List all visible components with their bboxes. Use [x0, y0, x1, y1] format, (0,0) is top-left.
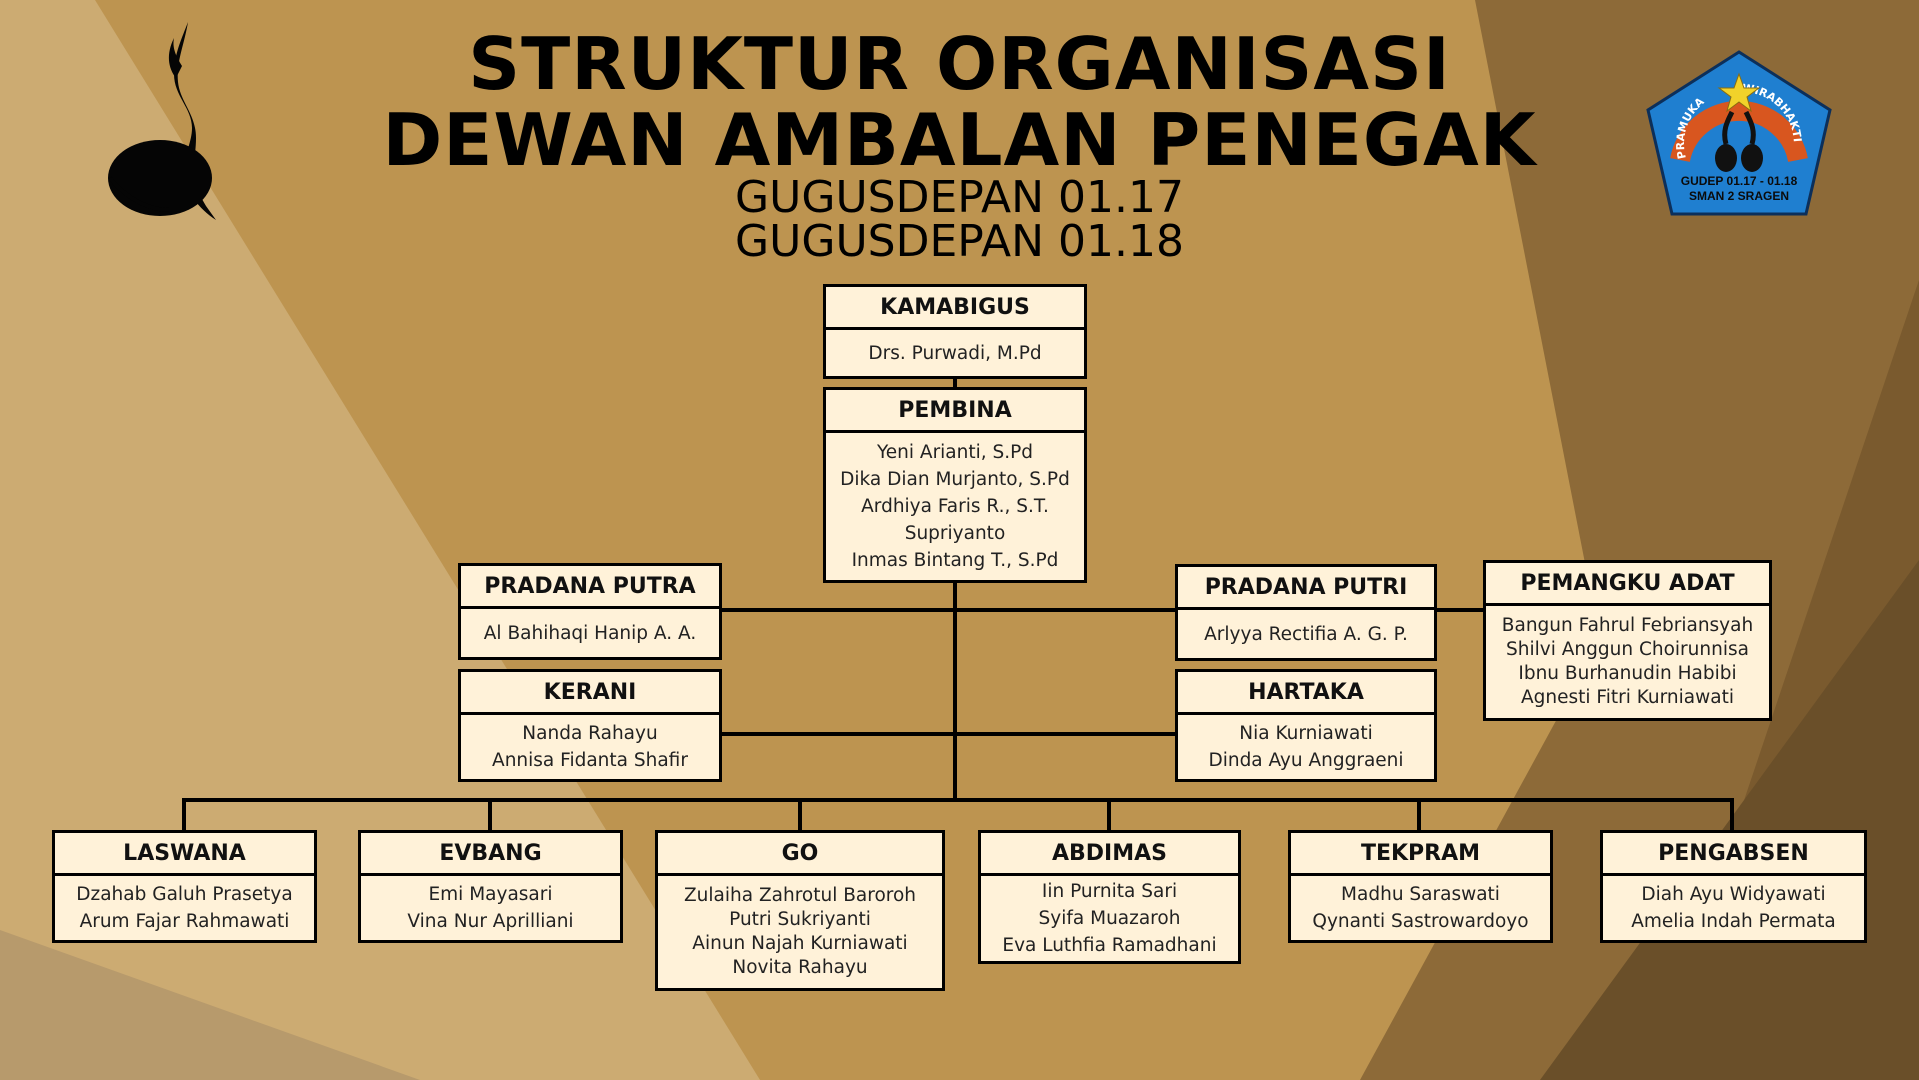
pembina-member-4: Supriyanto — [904, 523, 1006, 544]
gudep-emblem-icon: PRAMUKA WIRABHAKTI GUDEP 01.17 - 01.18 S… — [1646, 50, 1832, 216]
box-pemangku-adat: PEMANGKU ADAT Bangun Fahrul Febriansyah … — [1483, 560, 1772, 721]
tekpram-member-1: Madhu Saraswati — [1341, 884, 1500, 905]
kamabigus-member-1: Drs. Purwadi, M.Pd — [868, 342, 1042, 364]
box-pradana-putri: PRADANA PUTRI Arlyya Rectifia A. G. P. — [1175, 564, 1437, 661]
hartaka-member-2: Dinda Ayu Anggraeni — [1208, 750, 1404, 771]
laswana-member-1: Dzahab Galuh Prasetya — [76, 884, 293, 905]
box-pembina-title: PEMBINA — [826, 390, 1084, 430]
abdimas-member-1: Iin Purnita Sari — [1041, 881, 1178, 902]
kerani-member-2: Annisa Fidanta Shafir — [492, 750, 688, 771]
box-abdimas-title: ABDIMAS — [981, 833, 1238, 873]
tunas-kelapa-icon — [108, 22, 216, 220]
box-pengabsen-title: PENGABSEN — [1603, 833, 1864, 873]
box-tekpram-title: TEKPRAM — [1291, 833, 1550, 873]
box-laswana: LASWANA Dzahab Galuh Prasetya Arum Fajar… — [52, 830, 317, 943]
box-abdimas: ABDIMAS Iin Purnita Sari Syifa Muazaroh … — [978, 830, 1241, 964]
box-pengabsen: PENGABSEN Diah Ayu Widyawati Amelia Inda… — [1600, 830, 1867, 943]
box-hartaka-title: HARTAKA — [1178, 672, 1434, 712]
go-member-4: Novita Rahayu — [732, 957, 868, 978]
pembina-member-1: Yeni Arianti, S.Pd — [876, 442, 1034, 463]
box-go: GO Zulaiha Zahrotul Baroroh Putri Sukriy… — [655, 830, 945, 991]
box-go-title: GO — [658, 833, 942, 873]
pradana-putra-member-1: Al Bahihaqi Hanip A. A. — [483, 622, 697, 644]
go-member-2: Putri Sukriyanti — [729, 909, 871, 930]
go-member-1: Zulaiha Zahrotul Baroroh — [684, 885, 916, 906]
box-kamabigus: KAMABIGUS Drs. Purwadi, M.Pd — [823, 284, 1087, 379]
box-pemangku-adat-title: PEMANGKU ADAT — [1486, 563, 1769, 603]
box-pradana-putri-title: PRADANA PUTRI — [1178, 567, 1434, 607]
box-evbang-title: EVBANG — [361, 833, 620, 873]
emblem-school-text: SMAN 2 SRAGEN — [1689, 189, 1789, 203]
pembina-member-3: Ardhiya Faris R., S.T. — [861, 496, 1049, 517]
box-pembina: PEMBINA Yeni Arianti, S.Pd Dika Dian Mur… — [823, 387, 1087, 583]
gugusdepan-2: GUGUSDEPAN 01.18 — [735, 216, 1184, 267]
evbang-member-2: Vina Nur Aprilliani — [407, 911, 574, 932]
pradana-putri-member-1: Arlyya Rectifia A. G. P. — [1204, 623, 1408, 645]
pemangku-adat-member-4: Agnesti Fitri Kurniawati — [1520, 687, 1734, 708]
pembina-member-5: Inmas Bintang T., S.Pd — [851, 550, 1059, 571]
emblem-gudep-text: GUDEP 01.17 - 01.18 — [1681, 174, 1798, 188]
box-kamabigus-title: KAMABIGUS — [826, 287, 1084, 327]
evbang-member-1: Emi Mayasari — [428, 884, 553, 905]
go-member-3: Ainun Najah Kurniawati — [692, 933, 908, 954]
pengabsen-member-2: Amelia Indah Permata — [1631, 911, 1836, 932]
box-tekpram: TEKPRAM Madhu Saraswati Qynanti Sastrowa… — [1288, 830, 1553, 943]
tekpram-member-2: Qynanti Sastrowardoyo — [1312, 911, 1529, 932]
hartaka-member-1: Nia Kurniawati — [1239, 723, 1373, 744]
pemangku-adat-member-2: Shilvi Anggun Choirunnisa — [1506, 639, 1749, 660]
box-hartaka: HARTAKA Nia Kurniawati Dinda Ayu Anggrae… — [1175, 669, 1437, 782]
gugusdepan-1: GUGUSDEPAN 01.17 — [735, 172, 1184, 223]
abdimas-member-3: Eva Luthfia Ramadhani — [1002, 935, 1217, 956]
laswana-member-2: Arum Fajar Rahmawati — [79, 911, 290, 932]
pembina-member-2: Dika Dian Murjanto, S.Pd — [840, 469, 1070, 490]
page-title: STRUKTUR ORGANISASI — [468, 22, 1451, 106]
pemangku-adat-member-1: Bangun Fahrul Febriansyah — [1501, 615, 1754, 636]
kerani-member-1: Nanda Rahayu — [522, 723, 658, 744]
pengabsen-member-1: Diah Ayu Widyawati — [1641, 884, 1826, 905]
box-pradana-putra: PRADANA PUTRA Al Bahihaqi Hanip A. A. — [458, 563, 722, 660]
abdimas-member-2: Syifa Muazaroh — [1038, 908, 1181, 929]
page-subtitle: DEWAN AMBALAN PENEGAK — [382, 98, 1537, 182]
pemangku-adat-member-3: Ibnu Burhanudin Habibi — [1518, 663, 1737, 684]
box-evbang: EVBANG Emi Mayasari Vina Nur Aprilliani — [358, 830, 623, 943]
box-pradana-putra-title: PRADANA PUTRA — [461, 566, 719, 606]
box-kerani: KERANI Nanda Rahayu Annisa Fidanta Shafi… — [458, 669, 722, 782]
box-laswana-title: LASWANA — [55, 833, 314, 873]
box-kerani-title: KERANI — [461, 672, 719, 712]
